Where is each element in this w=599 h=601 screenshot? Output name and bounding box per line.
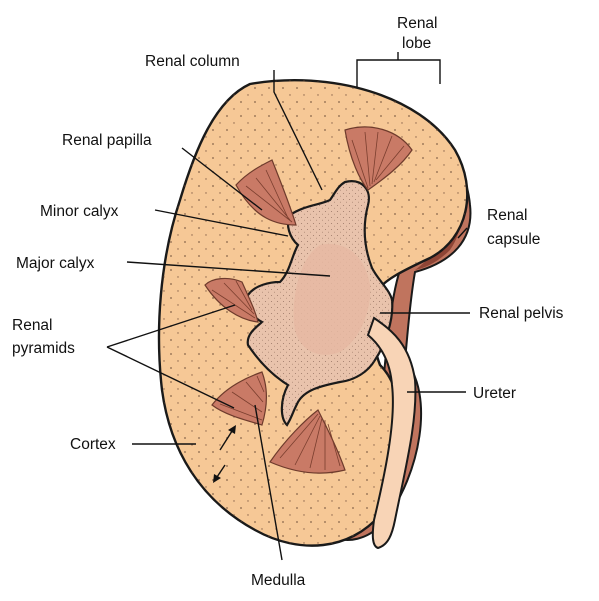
label-renal-lobe-2: lobe <box>402 35 431 52</box>
label-renal-pyramids-2: pyramids <box>12 340 75 357</box>
label-major-calyx: Major calyx <box>16 255 95 272</box>
label-renal-papilla: Renal papilla <box>62 132 152 149</box>
label-minor-calyx: Minor calyx <box>40 203 119 220</box>
label-ureter: Ureter <box>473 385 516 402</box>
label-renal-capsule-1: Renal <box>487 207 528 224</box>
label-renal-pelvis: Renal pelvis <box>479 305 564 322</box>
label-cortex: Cortex <box>70 436 116 453</box>
label-renal-capsule-2: capsule <box>487 231 540 248</box>
label-medulla: Medulla <box>251 572 306 589</box>
renal-lobe-bracket <box>357 52 440 87</box>
label-renal-lobe-1: Renal <box>397 15 438 32</box>
label-renal-column: Renal column <box>145 53 240 70</box>
label-renal-pyramids-1: Renal <box>12 317 53 334</box>
